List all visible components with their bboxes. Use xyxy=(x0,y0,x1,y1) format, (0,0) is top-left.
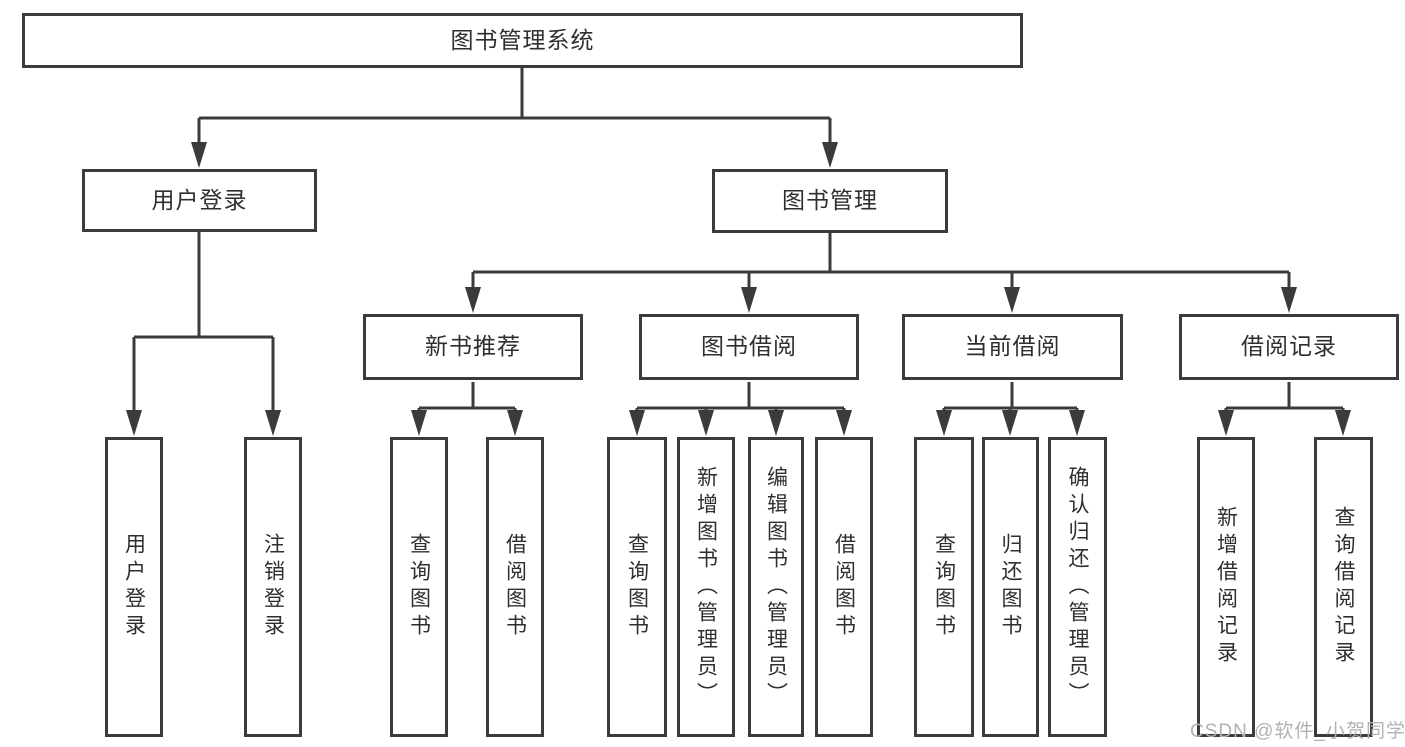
leaf-current-query-books: 查询图书 xyxy=(914,437,974,737)
leaf-current-return-books: 归还图书 xyxy=(982,437,1039,737)
node-user-login: 用户登录 xyxy=(82,169,317,232)
leaf-records-add-record: 新增借阅记录 xyxy=(1197,437,1255,737)
leaf-borrowing-add-books-admin: 新增图书（管理员） xyxy=(677,437,735,737)
leaf-borrowing-query-books: 查询图书 xyxy=(607,437,667,737)
leaf-newbook-borrow-books: 借阅图书 xyxy=(486,437,544,737)
leaf-borrowing-borrow-books: 借阅图书 xyxy=(815,437,873,737)
leaf-newbook-query-books: 查询图书 xyxy=(390,437,448,737)
node-current-borrowing: 当前借阅 xyxy=(902,314,1123,380)
node-book-borrowing: 图书借阅 xyxy=(639,314,859,380)
node-borrowing-records: 借阅记录 xyxy=(1179,314,1399,380)
leaf-records-query-record: 查询借阅记录 xyxy=(1314,437,1373,737)
watermark-text: CSDN @软件_小贺同学 xyxy=(1190,721,1405,742)
leaf-logout: 注销登录 xyxy=(244,437,302,737)
leaf-borrowing-edit-books-admin: 编辑图书（管理员） xyxy=(748,437,804,737)
node-new-book-recommend: 新书推荐 xyxy=(363,314,583,380)
leaf-user-login: 用户登录 xyxy=(105,437,163,737)
leaf-current-confirm-return-admin: 确认归还（管理员） xyxy=(1048,437,1107,737)
node-root-library-system: 图书管理系统 xyxy=(22,13,1023,68)
node-book-management: 图书管理 xyxy=(712,169,948,233)
